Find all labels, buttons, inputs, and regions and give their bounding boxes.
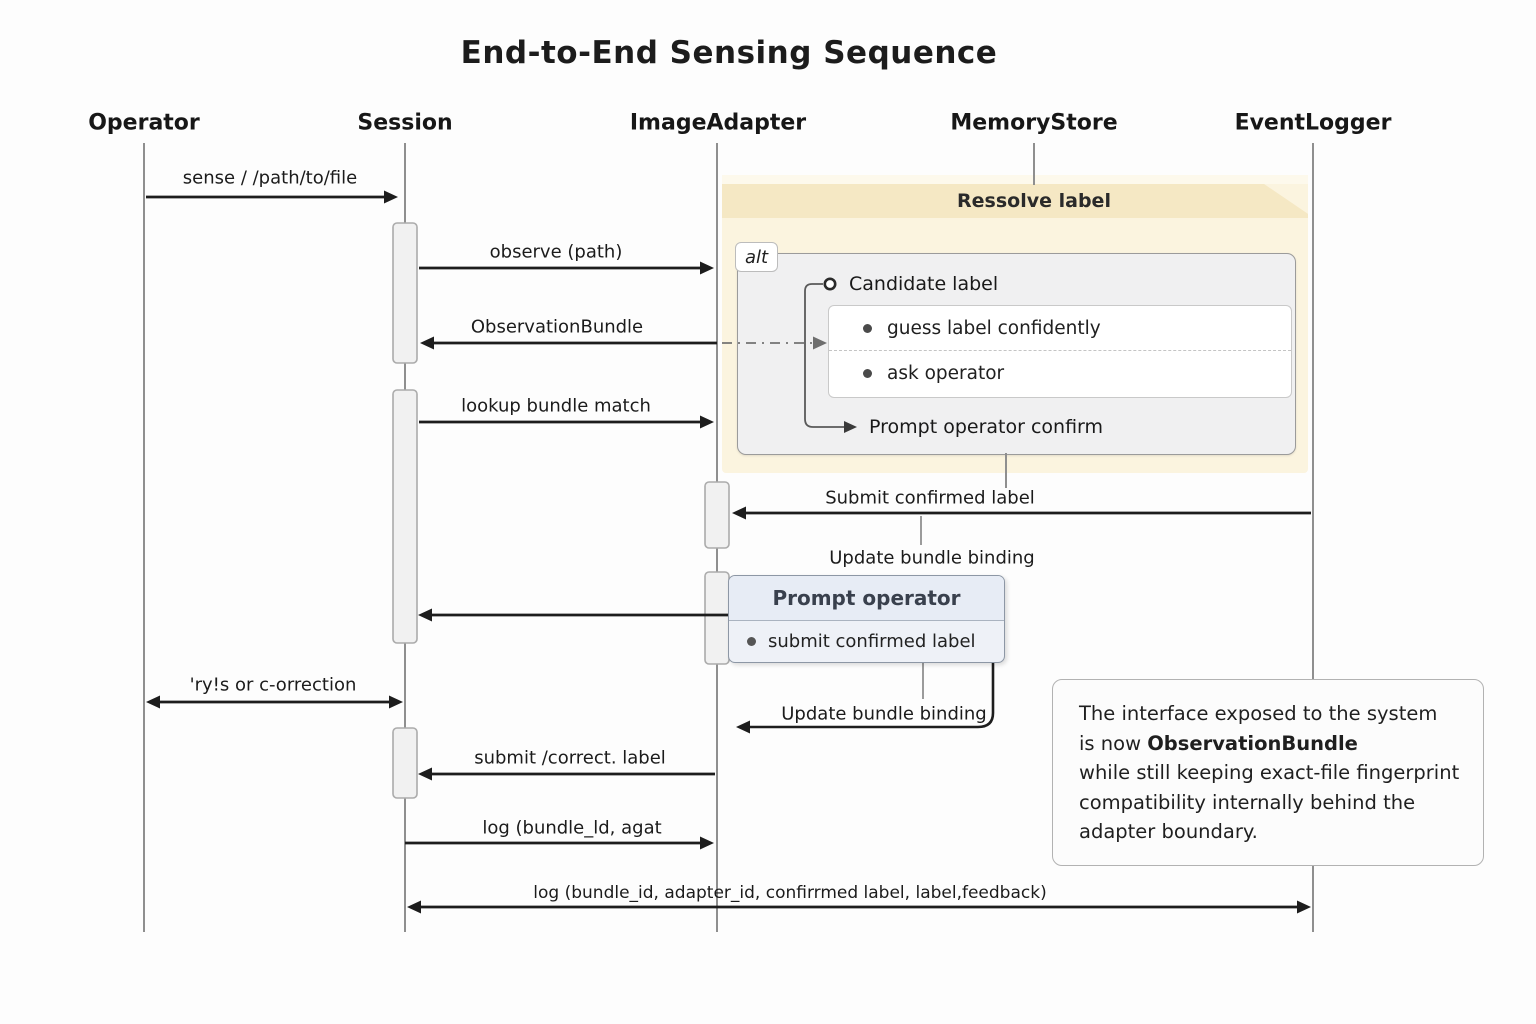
prompt-operator-item: submit confirmed label [729,621,1004,661]
bullet-dot-icon [863,369,872,378]
alt-option-row: guess label confidently [829,306,1291,351]
msg-observation-bundle: ObservationBundle [470,316,644,338]
alt-candidate-label: Candidate label [849,273,999,295]
note-line: is now ObservationBundle [1079,731,1358,755]
fragment-title-band: Ressolve label [722,184,1308,218]
activation-adapter-1 [704,481,730,549]
alt-option-label: guess label confidently [887,317,1101,339]
participant-image-adapter: ImageAdapter [629,110,807,136]
participant-event-logger: EventLogger [1234,110,1392,136]
msg-retry: 'ry!s or c-orrection [189,674,357,696]
prompt-operator-box: Prompt operator submit confirmed label [728,575,1005,663]
participant-memory-store: MemoryStore [950,110,1118,136]
msg-sense: sense / /path/to/file [182,167,358,189]
diagram-title: End-to-End Sensing Sequence [460,35,998,71]
activation-adapter-2 [704,571,730,665]
msg-update-binding: Update bundle binding [829,547,1035,569]
note-box: The interface exposed to the system is n… [1052,679,1484,866]
alt-options-box: guess label confidently ask operator [828,305,1292,398]
prompt-operator-title: Prompt operator [729,576,1004,621]
msg-log-full: log (bundle_id, adapter_id, confirrmed l… [533,883,1047,903]
note-bold-term: ObservationBundle [1147,731,1358,755]
msg-lookup: lookup bundle match [461,395,651,417]
prompt-operator-item-label: submit confirmed label [768,630,976,652]
fragment-title: Ressolve label [957,190,1111,212]
note-line: adapter boundary. [1079,820,1258,844]
activation-session-1 [392,222,418,364]
participant-operator: Operator [88,110,200,136]
alt-outcome-label: Prompt operator confirm [869,416,1104,438]
bullet-dot-icon [747,636,756,646]
msg-submit-correct: submit /correct. label [474,747,666,769]
alt-operator-chip: alt [735,242,779,272]
alt-option-label: ask operator [887,363,1005,384]
fragment-top-strip [722,175,1308,184]
activation-session-3 [392,727,418,799]
alt-option-row: ask operator [829,351,1291,396]
msg-update-binding-2: Update bundle binding [781,703,987,725]
note-line: while still keeping exact-file fingerpri… [1079,761,1460,785]
note-line: compatibility internally behind the [1079,790,1416,814]
msg-submit-confirmed: Submit confirmed label [825,487,1035,509]
participant-session: Session [357,110,453,136]
msg-observe: observe (path) [489,241,623,263]
note-line: The interface exposed to the system [1079,702,1438,725]
bullet-dot-icon [863,323,872,333]
msg-log-short: log (bundle_ld, agat [482,817,662,839]
activation-session-2 [392,389,418,644]
